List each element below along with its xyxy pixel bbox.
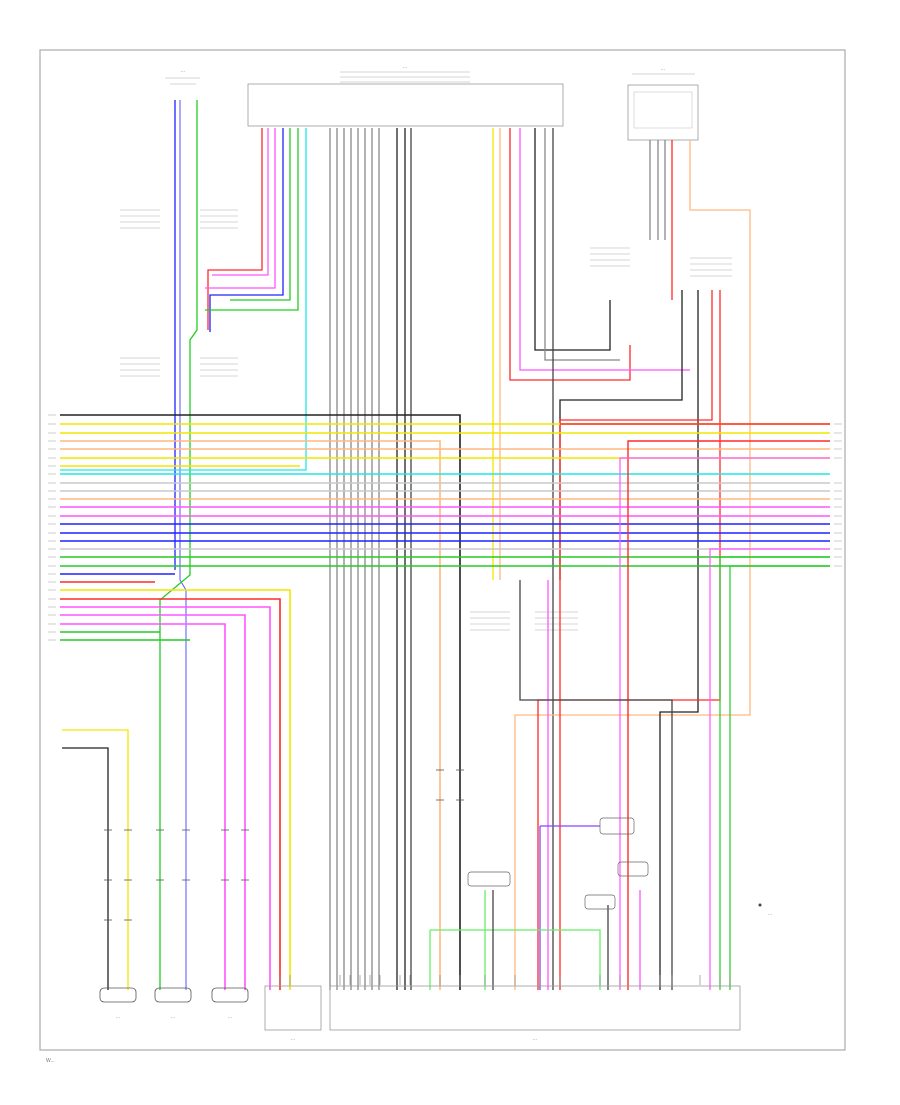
horizontal-bus bbox=[60, 414, 830, 990]
speaker-top-left-group: ... bbox=[165, 68, 200, 85]
sensor-box-3 bbox=[599, 817, 635, 835]
navigation-unit-top-right: ... bbox=[627, 66, 699, 141]
bottom-speaker-3: ... bbox=[211, 987, 249, 1020]
junction-connector: ... bbox=[264, 985, 322, 1042]
lower-right-wires bbox=[429, 580, 673, 990]
speaker-label-blocks-left bbox=[120, 209, 238, 377]
junction-connector-label: ... bbox=[291, 1036, 295, 1042]
footer-code: W... bbox=[46, 1058, 55, 1064]
bottom-speaker-1: ... bbox=[99, 987, 137, 1020]
bottom-speaker-2-label: ... bbox=[171, 1014, 175, 1020]
right-note-label: ... bbox=[768, 911, 772, 917]
amplifier-assembly: ... bbox=[329, 985, 741, 1042]
connector-ticks bbox=[104, 769, 464, 921]
bus-pin-labels bbox=[48, 414, 842, 641]
navigation-unit-label: ... bbox=[661, 66, 665, 72]
bottom-pin-stubs bbox=[279, 975, 731, 985]
speaker-label-blocks-right bbox=[470, 247, 732, 631]
right-note: ... bbox=[758, 903, 772, 917]
bottom-speaker-3-label: ... bbox=[228, 1014, 232, 1020]
speaker-top-left-label: ... bbox=[181, 68, 185, 74]
diagram-frame bbox=[39, 49, 846, 1051]
bottom-speaker-2: ... bbox=[154, 987, 192, 1020]
upper-vertical-wires bbox=[60, 100, 751, 990]
stereo-unit-top: ... bbox=[247, 64, 564, 127]
sensor-box-2 bbox=[584, 894, 616, 910]
bottom-speaker-1-label: ... bbox=[116, 1014, 120, 1020]
sensor-box-4 bbox=[617, 861, 649, 877]
stereo-unit-label: ... bbox=[403, 64, 407, 70]
sensor-box-1 bbox=[467, 871, 511, 887]
amplifier-assembly-label: ... bbox=[533, 1036, 537, 1042]
lower-left-wires bbox=[62, 729, 129, 990]
